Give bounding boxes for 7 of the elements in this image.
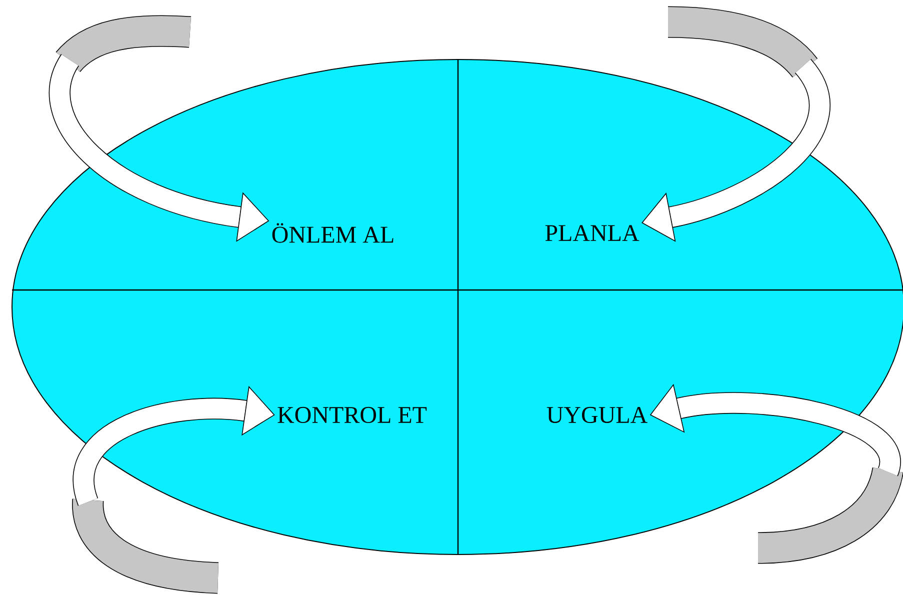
curved-arrow: [642, 6, 830, 242]
quadrant-label: PLANLA: [545, 225, 640, 241]
quadrant-label: ÖNLEM AL: [272, 223, 394, 243]
quadrant-label: KONTROL ET: [278, 406, 427, 424]
curved-arrow: [72, 386, 275, 594]
ellipse: [12, 59, 903, 555]
quadrant-label: UYGULA: [546, 406, 648, 424]
